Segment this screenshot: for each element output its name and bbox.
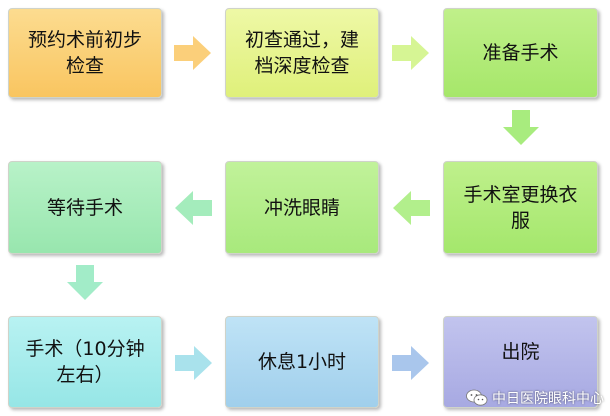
step-6-box: 等待手术 [8, 161, 162, 254]
arrow-right-4 [392, 346, 429, 380]
step-5-box: 冲洗眼睛 [225, 161, 379, 254]
step-7-line-1: 手术（10分钟 [25, 338, 145, 360]
arrow-right-2 [392, 36, 429, 70]
step-6-line-1: 等待手术 [46, 196, 123, 219]
step-1-box: 预约术前初步检查 [8, 8, 162, 98]
step-1-line-2: 检查 [65, 55, 104, 77]
step-9-line-1: 出院 [501, 341, 540, 363]
arrow-left-2 [175, 191, 212, 225]
arrow-down-1 [503, 110, 539, 145]
step-5-line-1: 冲洗眼睛 [263, 196, 340, 219]
step-8-box: 休息1小时 [225, 316, 379, 408]
wechat-icon [466, 389, 488, 406]
step-4-line-2: 服 [510, 209, 530, 232]
watermark-text: 中日医院眼科中心 [492, 391, 604, 407]
step-7-line-2: 左右） [56, 364, 114, 386]
watermark: 中日医院眼科中心 [466, 388, 604, 408]
step-8-line-1: 休息1小时 [257, 351, 347, 373]
arrow-right-3 [175, 346, 212, 380]
step-3-line-1: 准备手术 [482, 42, 559, 64]
step-2-line-1: 初查通过，建 [244, 29, 359, 51]
arrow-right-1 [174, 36, 211, 70]
step-7-box: 手术（10分钟左右） [8, 316, 162, 408]
step-3-box: 准备手术 [443, 8, 598, 98]
step-4-line-1: 手术室更换衣 [463, 183, 578, 206]
step-2-line-2: 档深度检查 [254, 55, 350, 77]
step-1-line-1: 预约术前初步 [27, 29, 142, 51]
step-4-box: 手术室更换衣服 [443, 161, 598, 254]
arrow-down-2 [67, 265, 103, 300]
arrow-left-1 [393, 191, 430, 225]
step-2-box: 初查通过，建档深度检查 [225, 8, 379, 98]
